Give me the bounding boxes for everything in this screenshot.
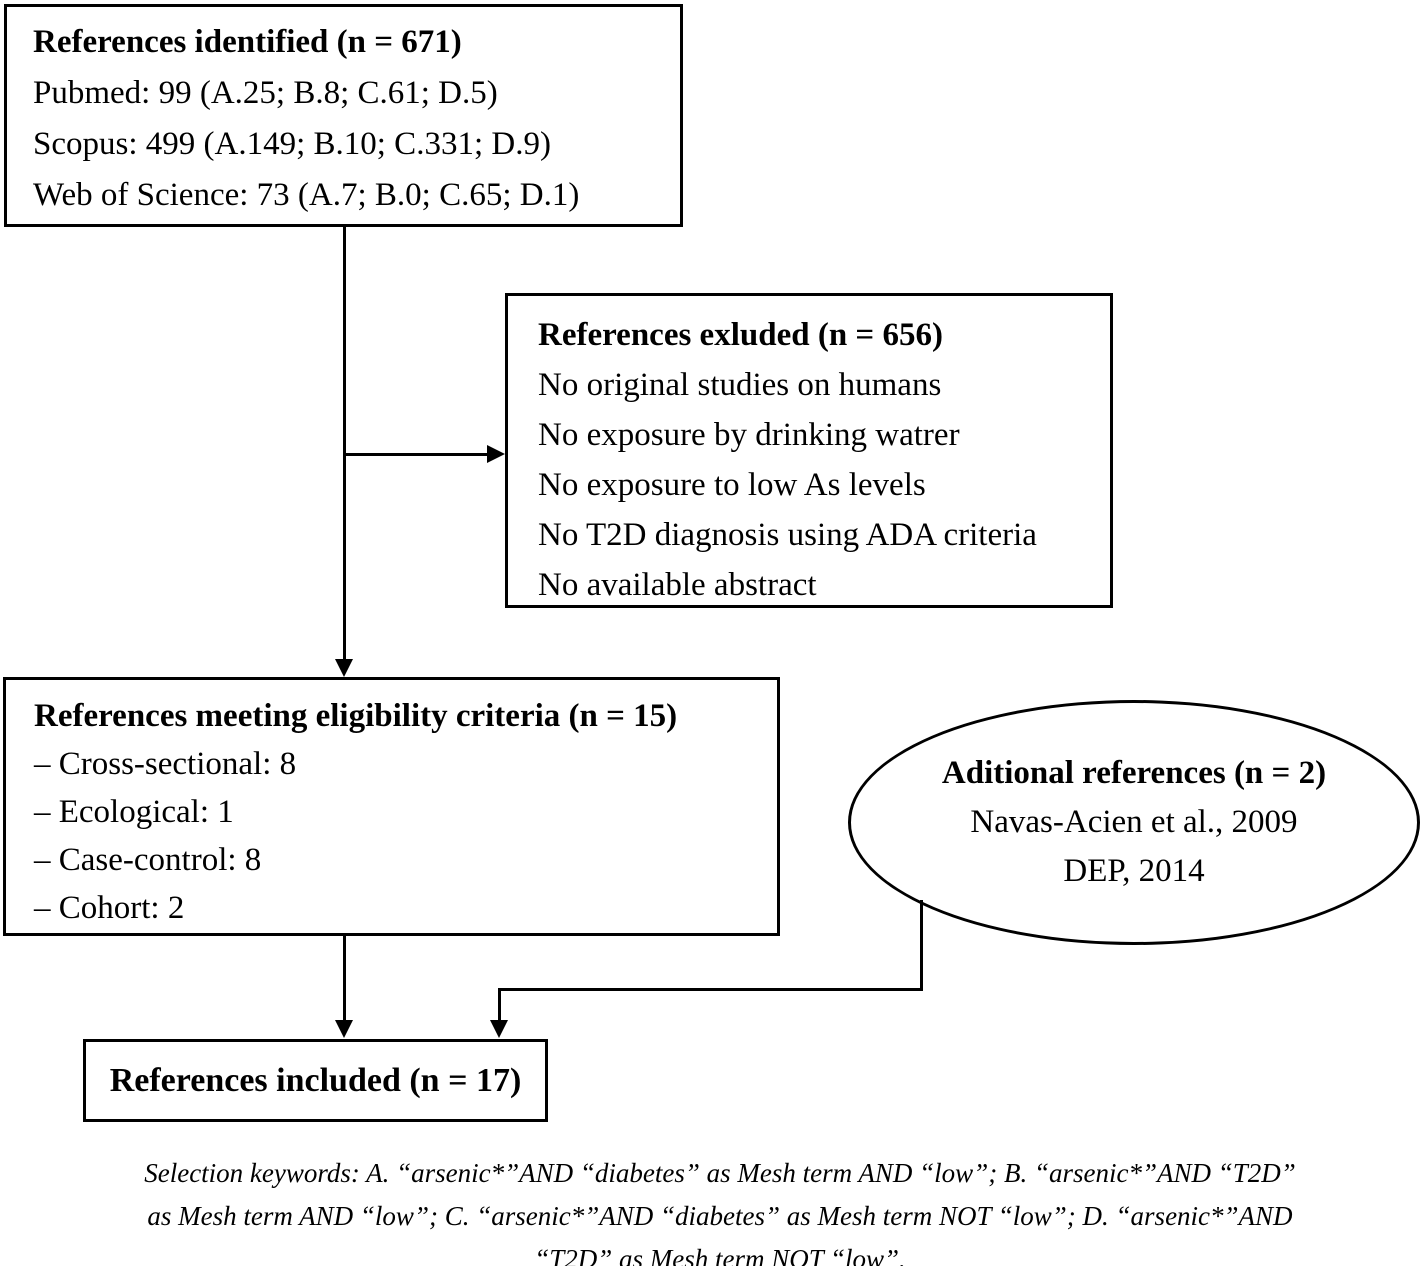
connector-identified-to-eligibility bbox=[343, 227, 346, 660]
excluded-reason-line: No original studies on humans bbox=[538, 367, 942, 403]
arrowhead-right-icon bbox=[487, 445, 505, 463]
additional-reference-line: DEP, 2014 bbox=[1063, 853, 1205, 889]
arrowhead-down-icon bbox=[490, 1020, 508, 1038]
identified-wos-line: Web of Science: 73 (A.7; B.0; C.65; D.1) bbox=[33, 177, 580, 213]
identified-scopus-line: Scopus: 499 (A.149; B.10; C.331; D.9) bbox=[33, 126, 551, 162]
connector-additional-to-included bbox=[498, 991, 501, 1021]
excluded-reason-line: No T2D diagnosis using ADA criteria bbox=[538, 517, 1037, 553]
caption-line: “T2D” as Mesh term NOT “low”. bbox=[534, 1244, 906, 1266]
references-identified-title: References identified (n = 671) bbox=[33, 24, 462, 60]
excluded-reason-line: No exposure to low As levels bbox=[538, 467, 926, 503]
connector-to-excluded bbox=[345, 453, 489, 456]
eligibility-study-type-line: – Cohort: 2 bbox=[34, 890, 185, 926]
references-included-title: References included (n = 17) bbox=[109, 1061, 522, 1099]
excluded-reason-line: No available abstract bbox=[538, 567, 817, 603]
caption-line: as Mesh term AND “low”; C. “arsenic*”AND… bbox=[147, 1201, 1293, 1231]
arrowhead-down-icon bbox=[335, 1020, 353, 1038]
eligibility-study-type-line: – Ecological: 1 bbox=[34, 794, 234, 830]
connector-additional-elbow-horizontal bbox=[498, 988, 923, 991]
connector-eligibility-to-included bbox=[343, 936, 346, 1021]
references-eligibility-box: References meeting eligibility criteria … bbox=[3, 677, 780, 936]
caption-line: Selection keywords: A. “arsenic*”AND “di… bbox=[144, 1158, 1296, 1188]
additional-references-ellipse: Aditional references (n = 2) Navas-Acien… bbox=[848, 700, 1420, 945]
additional-reference-line: Navas-Acien et al., 2009 bbox=[970, 804, 1298, 840]
eligibility-study-type-line: – Case-control: 8 bbox=[34, 842, 262, 878]
arrowhead-down-icon bbox=[335, 659, 353, 677]
excluded-reason-line: No exposure by drinking watrer bbox=[538, 417, 960, 453]
references-identified-box: References identified (n = 671) Pubmed: … bbox=[4, 4, 683, 227]
eligibility-study-type-line: – Cross-sectional: 8 bbox=[34, 746, 297, 782]
references-excluded-title: References exluded (n = 656) bbox=[538, 317, 943, 353]
references-included-box: References included (n = 17) bbox=[83, 1039, 548, 1122]
additional-references-title: Aditional references (n = 2) bbox=[941, 755, 1327, 791]
references-eligibility-title: References meeting eligibility criteria … bbox=[34, 698, 678, 734]
references-excluded-box: References exluded (n = 656) No original… bbox=[505, 293, 1113, 608]
selection-keywords-caption: Selection keywords: A. “arsenic*”AND “di… bbox=[30, 1152, 1410, 1266]
connector-additional-elbow-vertical bbox=[920, 900, 923, 991]
identified-pubmed-line: Pubmed: 99 (A.25; B.8; C.61; D.5) bbox=[33, 75, 498, 111]
